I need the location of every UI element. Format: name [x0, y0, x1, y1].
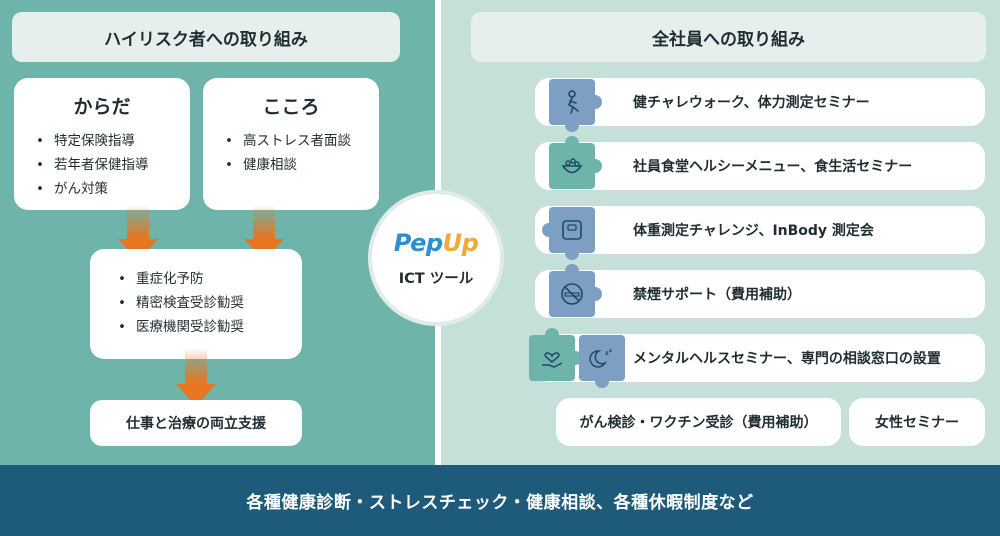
list-item: 特定保険指導 [36, 129, 190, 153]
list-item: 高ストレス者面談 [225, 129, 379, 153]
footer-text: 各種健康診断・ストレスチェック・健康相談、各種休暇制度など [246, 493, 754, 513]
mind-card-list: 高ストレス者面談 健康相談 [203, 129, 379, 177]
mind-card: こころ 高ストレス者面談 健康相談 [203, 78, 379, 210]
initiative-item: 社員食堂ヘルシーメニュー、食生活セミナー [535, 136, 985, 190]
heart-hand-icon [529, 328, 582, 381]
initiative-label: メンタルヘルスセミナー、専門の相談窓口の設置 [633, 351, 941, 367]
down-arrow-center [176, 348, 216, 406]
body-card-title: からだ [73, 96, 131, 118]
left-panel [0, 0, 435, 465]
support-card: 仕事と治療の両立支援 [90, 400, 302, 446]
body-card: からだ 特定保険指導 若年者保健指導 がん対策 [14, 78, 190, 210]
initiative-item: 健チャレウォーク、体力測定セミナー [535, 78, 985, 132]
footer-bar: 各種健康診断・ストレスチェック・健康相談、各種休暇制度など [0, 465, 1000, 536]
left-header: ハイリスク者への取り組み [12, 12, 400, 62]
women-seminar-label: 女性セミナー [875, 415, 959, 431]
svg-text:z: z [605, 350, 609, 357]
prevention-card-list: 重症化予防 精密検査受診勧奨 医療機関受診勧奨 [90, 249, 302, 339]
list-item: 医療機関受診勧奨 [118, 315, 302, 339]
body-card-list: 特定保険指導 若年者保健指導 がん対策 [14, 129, 190, 201]
cancer-screening-pill: がん検診・ワクチン受診（費用補助） [556, 398, 841, 446]
list-item: 重症化予防 [118, 267, 302, 291]
initiative-label: 体重測定チャレンジ、InBody 測定会 [633, 223, 874, 239]
cancer-screening-label: がん検診・ワクチン受診（費用補助） [579, 415, 818, 431]
right-header-text: 全社員への取り組み [652, 29, 805, 50]
list-item: 精密検査受診勧奨 [118, 291, 302, 315]
ict-tool-label: ICT ツール [398, 270, 474, 287]
initiative-label: 禁煙サポート（費用補助） [633, 287, 801, 303]
list-item: がん対策 [36, 177, 190, 201]
women-seminar-pill: 女性セミナー [849, 398, 985, 446]
prevention-card: 重症化予防 精密検査受診勧奨 医療機関受診勧奨 [90, 249, 302, 359]
scale-icon [542, 207, 595, 260]
no-smoking-icon [549, 264, 602, 317]
walking-person-icon [549, 79, 602, 132]
initiative-label: 健チャレウォーク、体力測定セミナー [633, 95, 870, 111]
list-item: 若年者保健指導 [36, 153, 190, 177]
initiative-item: 禁煙サポート（費用補助） [535, 264, 985, 318]
pepup-logo: PepUp [393, 228, 479, 257]
list-item: 健康相談 [225, 153, 379, 177]
support-card-text: 仕事と治療の両立支援 [126, 416, 266, 432]
food-bowl-icon [549, 136, 602, 189]
initiative-item: 体重測定チャレンジ、InBody 測定会 [535, 206, 985, 260]
svg-text:z: z [609, 348, 612, 354]
ict-tool-badge: PepUp ICT ツール [368, 190, 504, 326]
right-header: 全社員への取り組み [471, 12, 986, 62]
initiative-label: 社員食堂ヘルシーメニュー、食生活セミナー [633, 159, 913, 175]
mind-card-title: こころ [262, 96, 320, 118]
left-header-text: ハイリスク者への取り組み [104, 29, 308, 50]
